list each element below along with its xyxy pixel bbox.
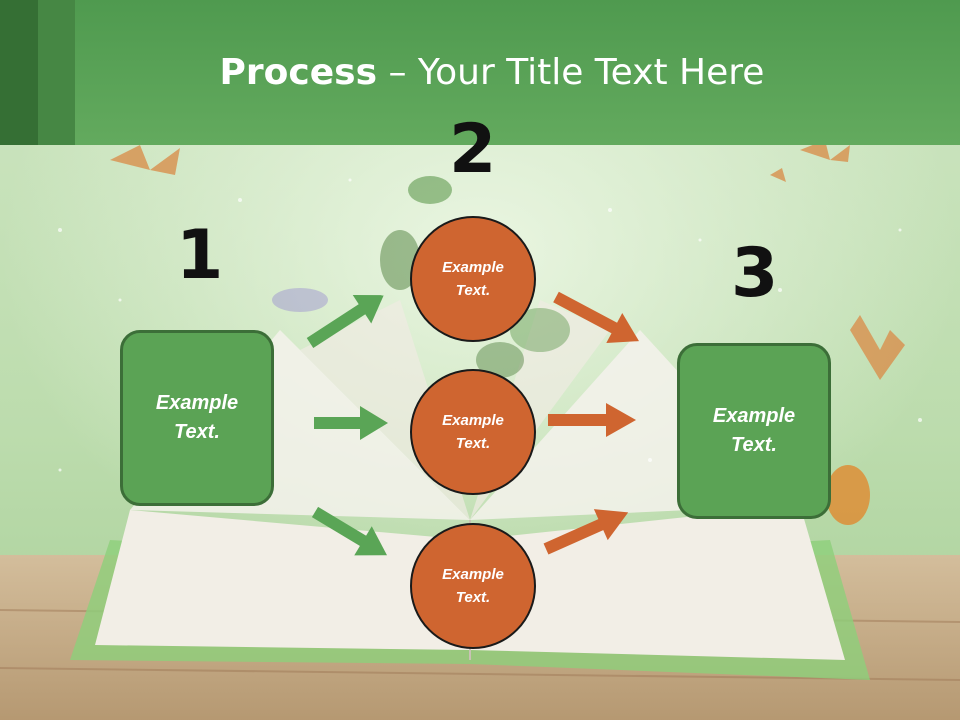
header-accent-dark [0, 0, 38, 145]
circle-top[interactable]: Example Text. [410, 216, 536, 342]
step-box-1[interactable]: Example Text. [120, 330, 274, 506]
circle-bottom[interactable]: Example Text. [410, 523, 536, 649]
header-accent-mid [38, 0, 75, 145]
step-box-3-text: Example Text. [712, 405, 796, 456]
circle-top-text: Example Text. [442, 259, 504, 299]
circle-middle[interactable]: Example Text. [410, 369, 536, 495]
step-box-1-text: Example Text. [155, 392, 239, 443]
circle-bottom-text: Example Text. [442, 566, 504, 606]
step-number-1: 1 [176, 216, 224, 295]
slide-title-bold: Process [219, 52, 378, 93]
slide-title: Process – Your Title Text Here [0, 52, 960, 93]
circle-middle-text: Example Text. [442, 412, 504, 452]
step-box-3[interactable]: Example Text. [677, 343, 831, 519]
step-number-3: 3 [731, 234, 779, 313]
slide-title-rest: – Your Title Text Here [377, 52, 765, 93]
header-bar [0, 0, 960, 145]
step-number-2: 2 [449, 110, 497, 189]
